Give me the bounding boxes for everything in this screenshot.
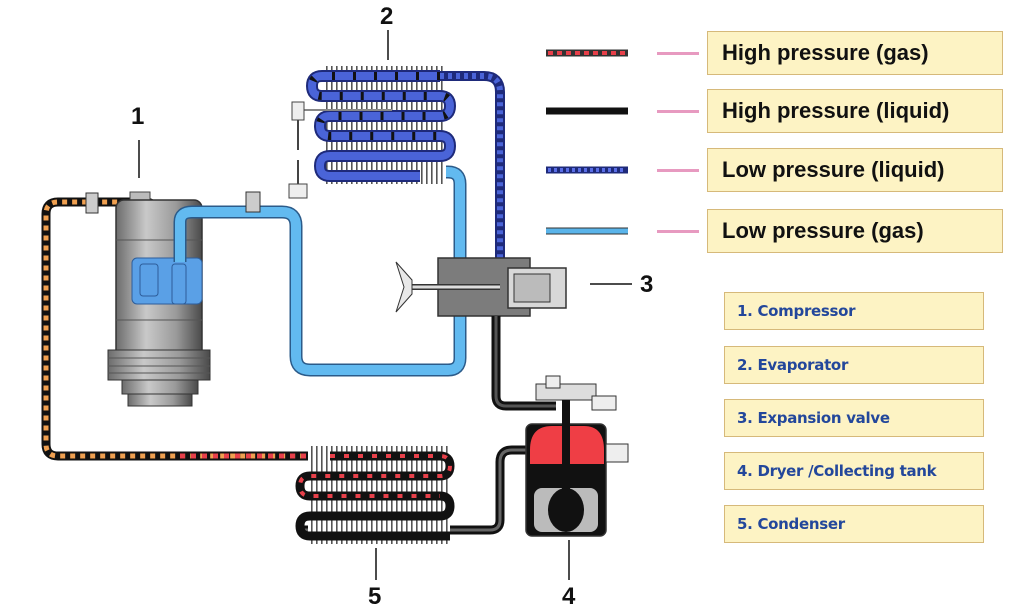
legend-low-pressure-liquid: Low pressure (liquid): [707, 148, 1003, 192]
condenser: [295, 446, 455, 544]
part-evaporator: 2. Evaporator: [724, 346, 984, 384]
legend-connector: [657, 110, 699, 113]
part-expansion-valve: 3. Expansion valve: [724, 399, 984, 437]
evaporator: [288, 66, 457, 199]
label-number-3: 3: [640, 271, 653, 298]
component-labels: 1 2 3 4 5: [131, 3, 653, 610]
label-number-2: 2: [380, 3, 393, 30]
dryer-collecting-tank: [525, 375, 629, 537]
legend-high-pressure-liquid: High pressure (liquid): [707, 89, 1003, 133]
pipe-high-pressure-liquid: [300, 316, 556, 535]
expansion-valve: [395, 257, 567, 317]
part-condenser: 5. Condenser: [724, 505, 984, 543]
legend-high-pressure-gas: High pressure (gas): [707, 31, 1003, 75]
legend-connector: [657, 230, 699, 233]
pipe-low-pressure-liquid: [440, 71, 505, 282]
label-number-1: 1: [131, 103, 144, 130]
legend-line-samples: [546, 49, 628, 235]
label-number-5: 5: [368, 583, 381, 610]
legend-connector: [657, 169, 699, 172]
pipe-low-pressure-gas: [173, 165, 467, 377]
legend-low-pressure-gas: Low pressure (gas): [707, 209, 1003, 253]
label-number-4: 4: [562, 583, 576, 610]
part-dryer-collecting-tank: 4. Dryer /Collecting tank: [724, 452, 984, 490]
part-compressor: 1. Compressor: [724, 292, 984, 330]
legend-connector: [657, 52, 699, 55]
compressor: [107, 191, 211, 407]
